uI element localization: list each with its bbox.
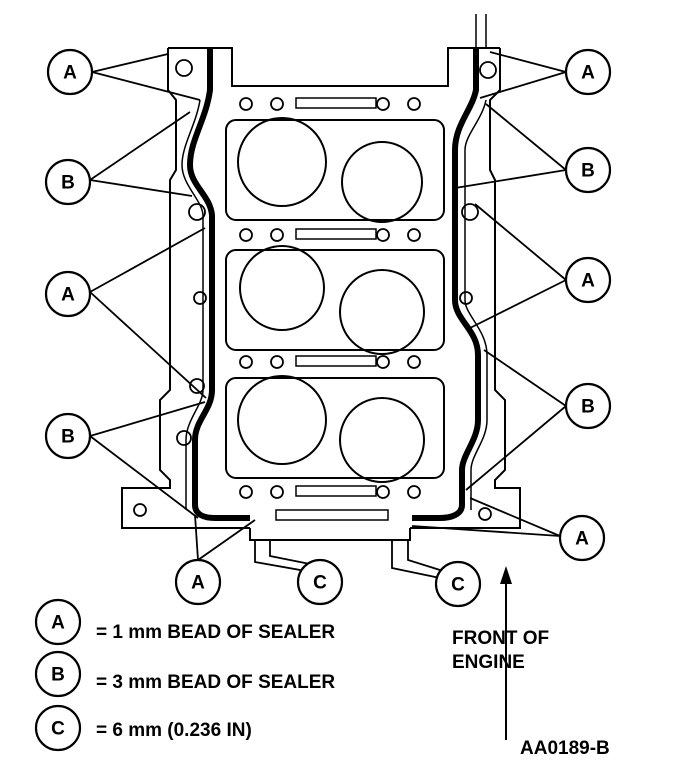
callout-left-a-middle: A bbox=[44, 270, 92, 318]
top-pipe bbox=[475, 14, 487, 48]
bore-3-right bbox=[339, 397, 425, 483]
callout-left-b-upper: B bbox=[44, 158, 92, 206]
block-outline-left bbox=[121, 48, 250, 529]
svg-text:A: A bbox=[191, 573, 205, 594]
legend-item-b: B = 3 mm BEAD OF SEALER bbox=[34, 650, 335, 698]
legend: A = 1 mm BEAD OF SEALER B = 3 mm BEAD OF… bbox=[34, 598, 335, 752]
sealer-bead-left bbox=[187, 48, 250, 521]
callout-right-b-upper: B bbox=[564, 146, 612, 194]
svg-text:C: C bbox=[51, 719, 65, 740]
svg-text:A: A bbox=[63, 63, 77, 84]
block-top-ledge bbox=[168, 47, 500, 87]
block-outline-right bbox=[410, 48, 521, 529]
cylinder-bay-1 bbox=[225, 119, 445, 221]
front-of-engine-arrow bbox=[500, 566, 512, 740]
callout-bottom-c-left: C bbox=[296, 558, 344, 606]
leader-lines bbox=[89, 51, 567, 583]
legend-text-b: = 3 mm BEAD OF SEALER bbox=[96, 672, 335, 693]
svg-text:A: A bbox=[51, 613, 65, 634]
callout-right-a-bottom: A bbox=[558, 514, 606, 562]
engine-block bbox=[121, 47, 521, 541]
svg-text:B: B bbox=[581, 161, 595, 182]
front-of-engine-line2: ENGINE bbox=[452, 652, 525, 673]
svg-text:A: A bbox=[61, 285, 75, 306]
callout-top-left-a: A bbox=[46, 48, 94, 96]
callout-right-a-middle: A bbox=[564, 256, 612, 304]
callout-bottom-c-right: C bbox=[434, 560, 482, 608]
svg-text:A: A bbox=[581, 271, 595, 292]
svg-text:B: B bbox=[51, 665, 65, 686]
legend-text-c: = 6 mm (0.236 IN) bbox=[96, 720, 252, 741]
svg-text:A: A bbox=[581, 63, 595, 84]
cylinder-bays bbox=[225, 117, 445, 483]
block-bottom-rail bbox=[249, 528, 411, 541]
cylinder-bay-2 bbox=[225, 249, 445, 351]
callout-right-b-lower: B bbox=[564, 382, 612, 430]
figure-id: AA0189-B bbox=[520, 738, 610, 759]
legend-text-a: = 1 mm BEAD OF SEALER bbox=[96, 622, 335, 643]
legend-item-a: A = 1 mm BEAD OF SEALER bbox=[34, 598, 335, 646]
bore-2-left bbox=[239, 245, 325, 331]
svg-text:B: B bbox=[61, 427, 75, 448]
callout-left-b-lower: B bbox=[44, 412, 92, 460]
svg-text:C: C bbox=[313, 573, 327, 594]
bore-2-right bbox=[339, 269, 425, 355]
bore-1-left bbox=[237, 117, 327, 207]
svg-text:C: C bbox=[451, 575, 465, 596]
svg-text:B: B bbox=[581, 397, 595, 418]
bore-3-left bbox=[237, 375, 327, 465]
callout-bottom-a: A bbox=[174, 558, 222, 606]
front-of-engine-line1: FRONT OF bbox=[452, 628, 549, 649]
gasket-inner-line bbox=[181, 99, 488, 510]
bore-1-right bbox=[341, 141, 423, 223]
bolt-holes bbox=[133, 59, 497, 521]
callout-top-right-a: A bbox=[564, 48, 612, 96]
bay-dividers bbox=[275, 97, 389, 521]
svg-text:A: A bbox=[575, 529, 589, 550]
svg-text:B: B bbox=[61, 173, 75, 194]
sealer-bead-right bbox=[412, 48, 481, 521]
cylinder-bay-3 bbox=[225, 377, 445, 479]
legend-item-c: C = 6 mm (0.236 IN) bbox=[34, 704, 252, 752]
